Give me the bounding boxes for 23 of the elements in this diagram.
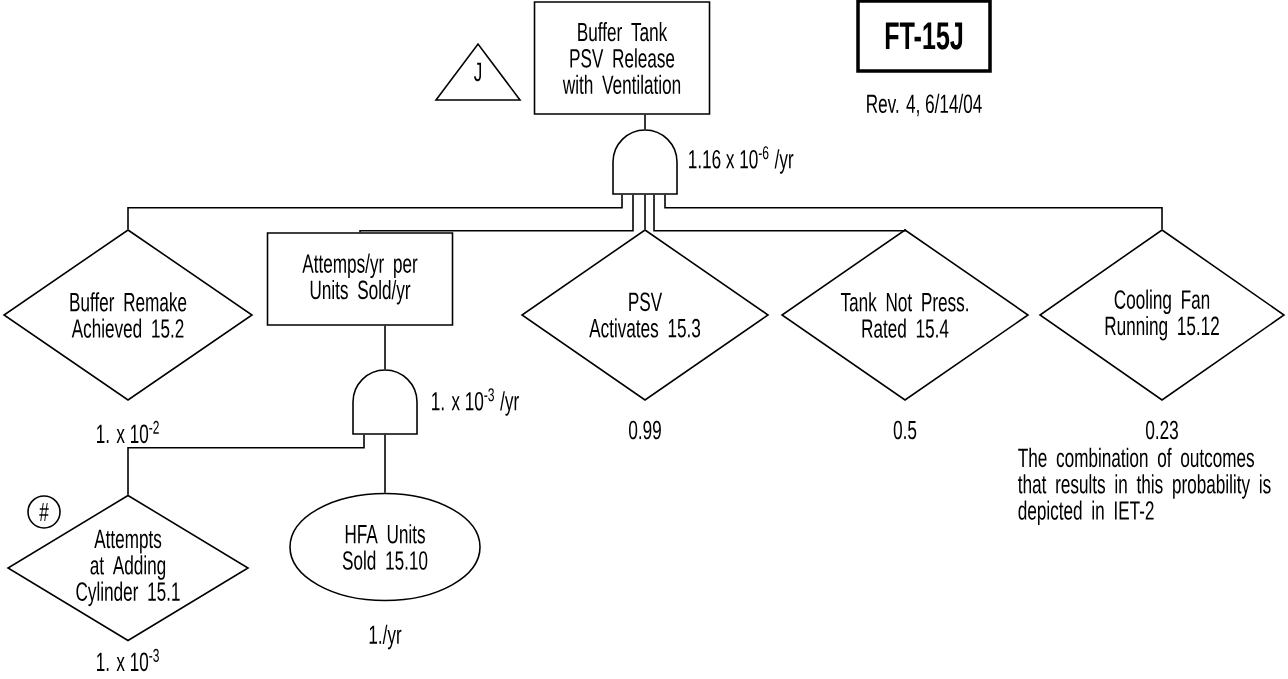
connector-line <box>644 114 646 130</box>
probability-label: 1. x 10$^{-3}$ /yr <box>432 388 519 416</box>
note-text: The combination of outcomes that results in this probability is depicted in IET-2 <box>1018 447 1271 526</box>
probability-label: 1. x 10$^{-3}$ <box>97 648 159 672</box>
connector-line <box>384 325 386 370</box>
connector-line <box>384 434 386 494</box>
connector-line <box>644 194 646 230</box>
probability-label: 1.16 x 10$^{-6}$ /yr <box>689 146 794 174</box>
probability-label: 0.99 <box>629 420 661 440</box>
and-gate <box>612 129 678 195</box>
probability-label: 0.23 <box>1146 420 1178 440</box>
probability-label: 1. x 10$^{-2}$ <box>97 420 159 444</box>
connector-line <box>664 194 1163 230</box>
and-gate <box>352 369 418 435</box>
connector-line <box>653 194 906 232</box>
connector-line <box>127 434 365 496</box>
connector-line <box>127 194 623 230</box>
probability-label: 0.5 <box>893 420 917 440</box>
connector-line <box>359 194 634 233</box>
event-box: Buffer Tank PSV Release with Ventilation <box>533 1 711 115</box>
event-box: Attemps/yr per Units Sold/yr <box>266 232 454 326</box>
drawing-id-box: FT-15J <box>856 0 992 73</box>
probability-label: 1./yr <box>369 624 402 650</box>
